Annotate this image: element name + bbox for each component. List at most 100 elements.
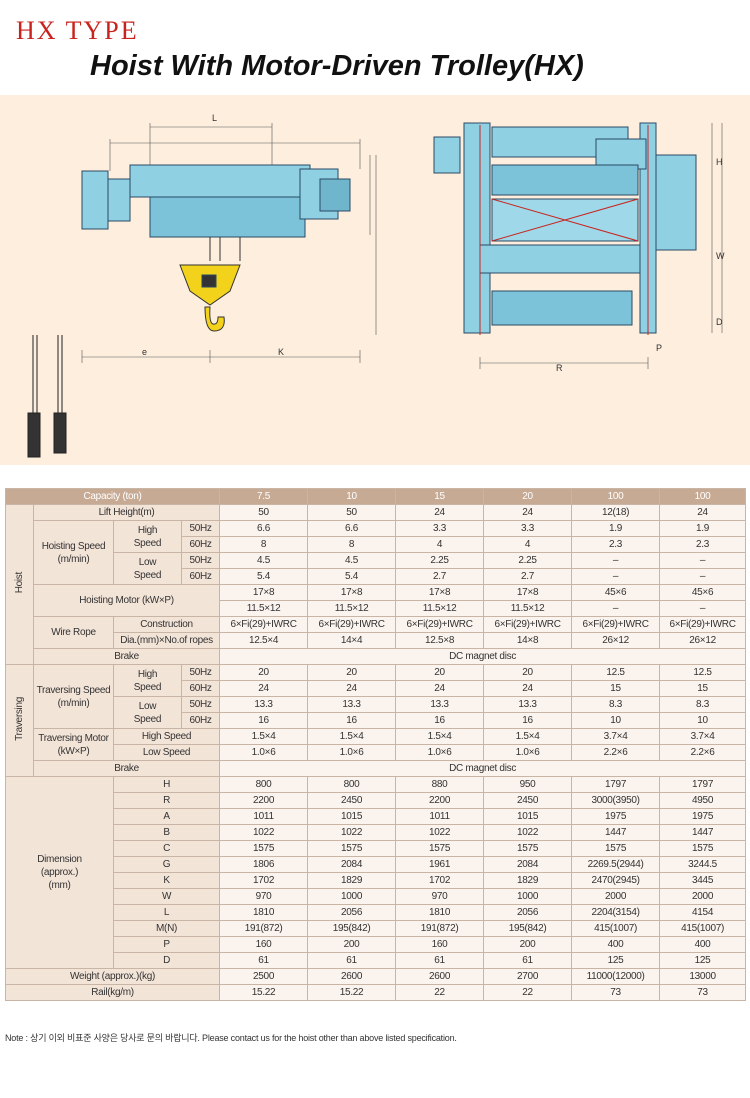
value-cell: 16 (395, 712, 485, 729)
value-cell: 191(872) (219, 920, 309, 937)
value-cell: 1447 (659, 824, 747, 841)
value-cell: 2450 (483, 792, 573, 809)
value-cell: 1.0×6 (219, 744, 309, 761)
dimension-key: D (112, 952, 221, 969)
dimension-key: M(N) (112, 920, 221, 937)
value-cell: 22 (395, 984, 485, 1001)
value-cell: 2084 (483, 856, 573, 873)
value-cell: 13000 (659, 968, 747, 985)
value-cell: 1702 (395, 872, 485, 889)
value-cell: 16 (219, 712, 309, 729)
hz-label: 50Hz (180, 520, 221, 537)
capacity-value: 100 (571, 488, 661, 505)
value-cell: 3445 (659, 872, 747, 889)
hz-label: 60Hz (180, 536, 221, 553)
value-cell: 1829 (307, 872, 397, 889)
brake-value: DC magnet disc (219, 760, 747, 777)
dim-R-label: R (556, 363, 563, 373)
value-cell: 160 (395, 936, 485, 953)
value-cell: 17×8 (395, 584, 485, 601)
value-cell: 11.5×12 (395, 600, 485, 617)
dimension-key: P (112, 936, 221, 953)
hz-label: 50Hz (180, 552, 221, 569)
value-cell: 2.25 (395, 552, 485, 569)
value-cell: 191(872) (395, 920, 485, 937)
value-cell: 1797 (571, 776, 661, 793)
value-cell: 2200 (395, 792, 485, 809)
value-cell: – (571, 552, 661, 569)
brake-label: Brake (32, 760, 221, 777)
value-cell: 1022 (483, 824, 573, 841)
value-cell: 2450 (307, 792, 397, 809)
construction-label: Construction (112, 616, 221, 633)
value-cell: 1975 (571, 808, 661, 825)
hoisting-motor-label: Hoisting Motor (kW×P) (32, 584, 221, 617)
value-cell: 1000 (307, 888, 397, 905)
value-cell: – (659, 568, 747, 585)
value-cell: 1022 (307, 824, 397, 841)
value-cell: 26×12 (571, 632, 661, 649)
value-cell: 5.4 (307, 568, 397, 585)
value-cell: 1975 (659, 808, 747, 825)
value-cell: 1447 (571, 824, 661, 841)
dimension-lines-side (81, 123, 377, 363)
value-cell: 1011 (395, 808, 485, 825)
dimension-key: C (112, 840, 221, 857)
dim-P-label: P (656, 343, 662, 353)
value-cell: 14×4 (307, 632, 397, 649)
value-cell: 24 (483, 680, 573, 697)
hz-label: 60Hz (180, 568, 221, 585)
value-cell: 2500 (219, 968, 309, 985)
value-cell: 15 (571, 680, 661, 697)
brake-value: DC magnet disc (219, 648, 747, 665)
dimension-lines-top (479, 123, 723, 369)
value-cell: 2.7 (395, 568, 485, 585)
value-cell: 73 (659, 984, 747, 1001)
value-cell: 2056 (307, 904, 397, 921)
value-cell: 195(842) (307, 920, 397, 937)
capacity-header: Capacity (ton) (4, 488, 221, 505)
top-view-red-lines (479, 125, 649, 335)
group-traversing-text: Traversing (14, 696, 25, 741)
side-view (81, 164, 351, 332)
value-cell: 13.3 (307, 696, 397, 713)
value-cell: 3.7×4 (659, 728, 747, 745)
dim-K-label: K (278, 347, 284, 357)
value-cell: 3.3 (395, 520, 485, 537)
value-cell: 20 (395, 664, 485, 681)
value-cell: 2084 (307, 856, 397, 873)
value-cell: 2.3 (571, 536, 661, 553)
value-cell: 17×8 (219, 584, 309, 601)
value-cell: 800 (219, 776, 309, 793)
group-hoist: Hoist (5, 504, 34, 665)
value-cell: 6.6 (219, 520, 309, 537)
value-cell: 61 (307, 952, 397, 969)
value-cell: 45×6 (659, 584, 747, 601)
value-cell: 2200 (219, 792, 309, 809)
value-cell: 11.5×12 (219, 600, 309, 617)
value-cell: 880 (395, 776, 485, 793)
value-cell: – (571, 568, 661, 585)
value-cell: 970 (219, 888, 309, 905)
value-cell: 2.25 (483, 552, 573, 569)
top-view (433, 122, 697, 334)
dimension-key: W (112, 888, 221, 905)
value-cell: 11.5×12 (483, 600, 573, 617)
value-cell: 400 (571, 936, 661, 953)
value-cell: 1575 (571, 840, 661, 857)
value-cell: 2.2×6 (659, 744, 747, 761)
value-cell: 1011 (219, 808, 309, 825)
